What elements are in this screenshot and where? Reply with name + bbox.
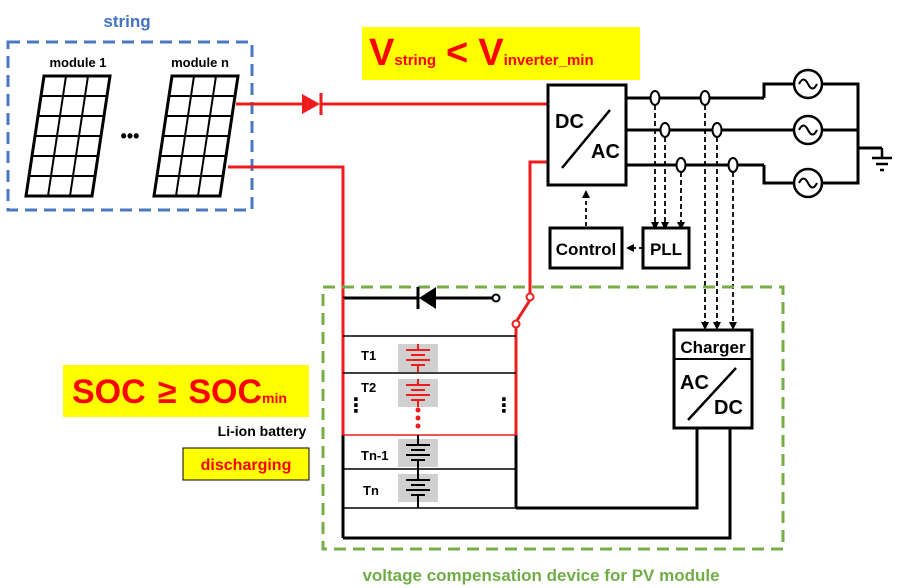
- battery-rungs: [343, 335, 516, 509]
- control-label: Control: [556, 240, 616, 259]
- cell-label-t1: T1: [361, 348, 376, 363]
- battery-series-dots-icon: [415, 407, 421, 429]
- voltage-condition-box: [362, 27, 640, 80]
- dc-negative-line: [228, 165, 345, 298]
- module-n-label: module n: [171, 55, 229, 70]
- charger-output-line-2: [343, 428, 732, 540]
- solar-module-1-icon: [24, 74, 112, 198]
- inverter-dc-label: DC: [555, 111, 584, 133]
- module-1-label: module 1: [49, 55, 106, 70]
- battery-type-label: Li-ion battery: [218, 423, 307, 439]
- switch-terminal-b: [525, 292, 535, 302]
- cell-vdots-right: ⋮: [494, 395, 514, 417]
- charger-slash: [687, 367, 737, 421]
- battery-cell-tn-icon: [398, 469, 438, 508]
- string-boundary: [6, 40, 254, 212]
- soc-condition: SOC≥SOCmin: [72, 373, 287, 411]
- switch-terminal-c: [511, 319, 521, 329]
- voltage-condition: Vstring<Vinverter_min: [369, 32, 594, 74]
- pll-box: [641, 226, 691, 270]
- solar-module-n-icon: [152, 74, 240, 198]
- dc-ac-inverter-box: [546, 83, 628, 187]
- compensation-device-boundary: [321, 285, 785, 551]
- cell-label-t2: T2: [361, 380, 376, 395]
- string-title: string: [103, 12, 150, 31]
- device-caption: voltage compensation device for PV modul…: [362, 566, 719, 585]
- discharging-badge: [182, 447, 310, 481]
- charger-measurement-arrows: [701, 105, 737, 330]
- bypass-diode-icon: [416, 287, 436, 309]
- switch-terminal-a: [491, 293, 501, 303]
- inverter-ac-label: AC: [591, 141, 620, 163]
- control-box: [548, 226, 624, 270]
- current-sensor-icons: [649, 90, 739, 173]
- charger-output-line-1: [516, 428, 699, 510]
- battery-cell-t1-icon: [398, 344, 438, 372]
- charger-title: Charger: [680, 338, 746, 357]
- battery-cell-t2-icon: [398, 379, 438, 407]
- pll-label: PLL: [650, 240, 682, 259]
- discharging-label: discharging: [201, 457, 292, 474]
- modules-ellipsis: •••: [121, 126, 140, 146]
- charger-ac-label: AC: [680, 372, 709, 394]
- ac-source-1-icon: [792, 68, 824, 100]
- cell-label-tn-1: Tn-1: [361, 448, 388, 463]
- charger-box: [672, 328, 754, 430]
- battery-cell-tn-1-icon: [398, 435, 438, 469]
- ground-icon: [872, 148, 892, 172]
- pll-measurement-arrows: [651, 105, 685, 230]
- diode-icon: [302, 93, 323, 115]
- switch-blade: [514, 299, 532, 323]
- cell-vdots-left: ⋮: [346, 395, 366, 417]
- inverter-to-switch-line: [528, 160, 548, 294]
- cell-label-tn: Tn: [363, 483, 379, 498]
- charger-dc-label: DC: [714, 397, 743, 419]
- ac-source-3-icon: [792, 167, 824, 199]
- ac-source-2-icon: [792, 114, 824, 146]
- inverter-slash: [561, 109, 611, 169]
- soc-condition-box: [63, 365, 309, 417]
